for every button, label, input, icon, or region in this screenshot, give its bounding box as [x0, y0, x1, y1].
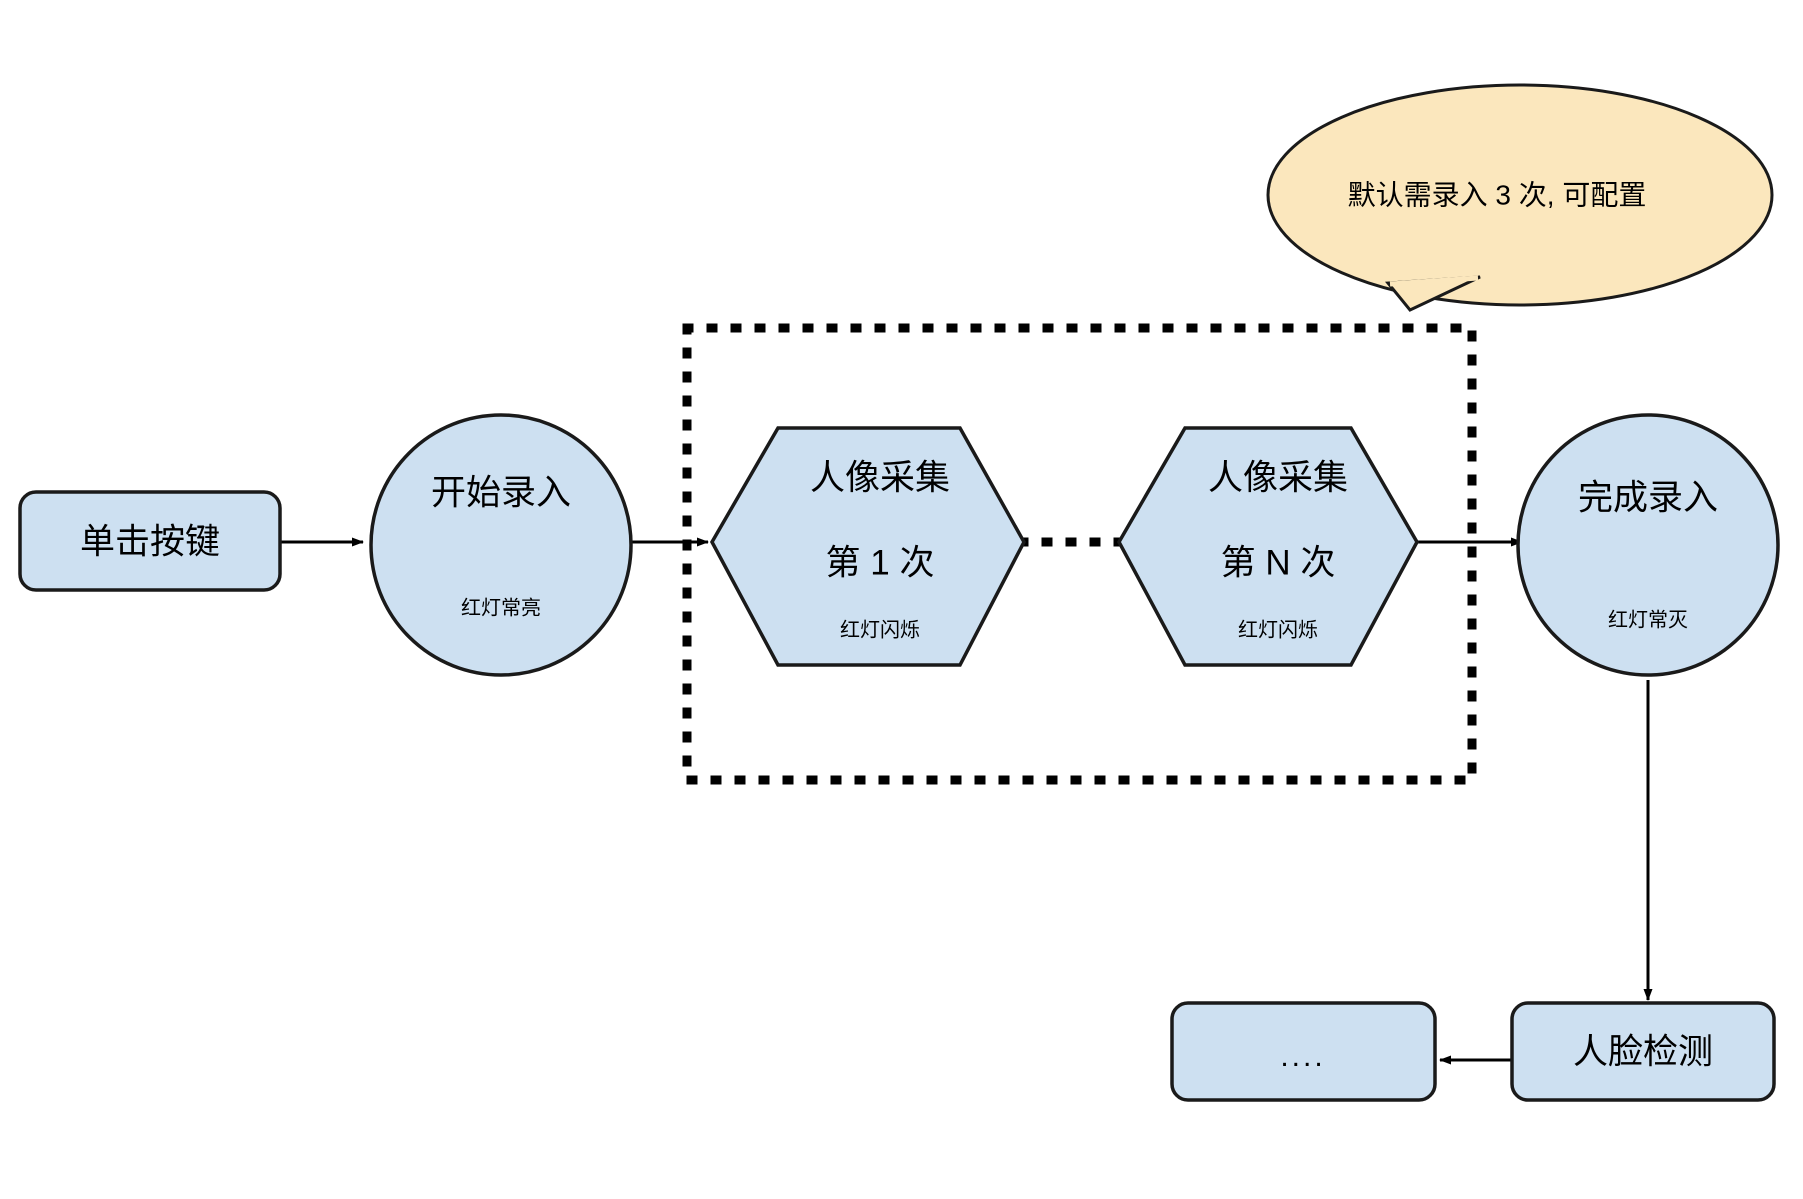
node-more-steps[interactable]: ....	[1170, 1001, 1437, 1102]
capture-nth-label-line2: 第 N 次	[1221, 543, 1336, 582]
callout-ellipse-shape	[1266, 83, 1774, 307]
capture-nth-label-line1: 人像采集	[1208, 458, 1348, 497]
finish-enroll-label: 完成录入	[1578, 478, 1718, 517]
node-capture-nth[interactable]: 人像采集 第 N 次 红灯闪烁	[1116, 426, 1420, 667]
capture-first-label-line2: 第 1 次	[826, 543, 935, 582]
node-click-button[interactable]: 单击按键	[18, 490, 282, 592]
finish-enroll-shape[interactable]	[1516, 413, 1780, 677]
start-enroll-label: 开始录入	[431, 473, 571, 512]
more-steps-shape[interactable]	[1170, 1001, 1437, 1102]
node-capture-first[interactable]: 人像采集 第 1 次 红灯闪烁	[709, 426, 1026, 667]
face-detect-shape[interactable]	[1510, 1001, 1776, 1102]
loop-group-border	[682, 323, 1477, 785]
face-detect-label: 人脸检测	[1573, 1032, 1713, 1071]
callout-label: 默认需录入 3 次, 可配置	[1348, 179, 1647, 210]
start-enroll-sublabel: 红灯常亮	[461, 596, 541, 619]
more-steps-label: ....	[1280, 1040, 1325, 1073]
capture-first-shape[interactable]	[709, 426, 1026, 667]
callout-tail-seam	[1389, 275, 1479, 287]
node-face-detect[interactable]: 人脸检测	[1510, 1001, 1776, 1102]
node-finish-enroll[interactable]: 完成录入 红灯常灭	[1516, 413, 1780, 677]
click-button-label: 单击按键	[80, 522, 220, 561]
capture-nth-shape[interactable]	[1116, 426, 1420, 667]
capture-first-label-line1: 人像采集	[810, 458, 950, 497]
click-button-shape[interactable]	[18, 490, 282, 592]
capture-first-sublabel: 红灯闪烁	[840, 618, 920, 641]
node-start-enroll[interactable]: 开始录入 红灯常亮	[369, 413, 633, 677]
start-enroll-shape[interactable]	[369, 413, 633, 677]
finish-enroll-sublabel: 红灯常灭	[1608, 608, 1688, 631]
callout-bubble: 默认需录入 3 次, 可配置	[1266, 83, 1774, 312]
capture-nth-sublabel: 红灯闪烁	[1238, 618, 1318, 641]
